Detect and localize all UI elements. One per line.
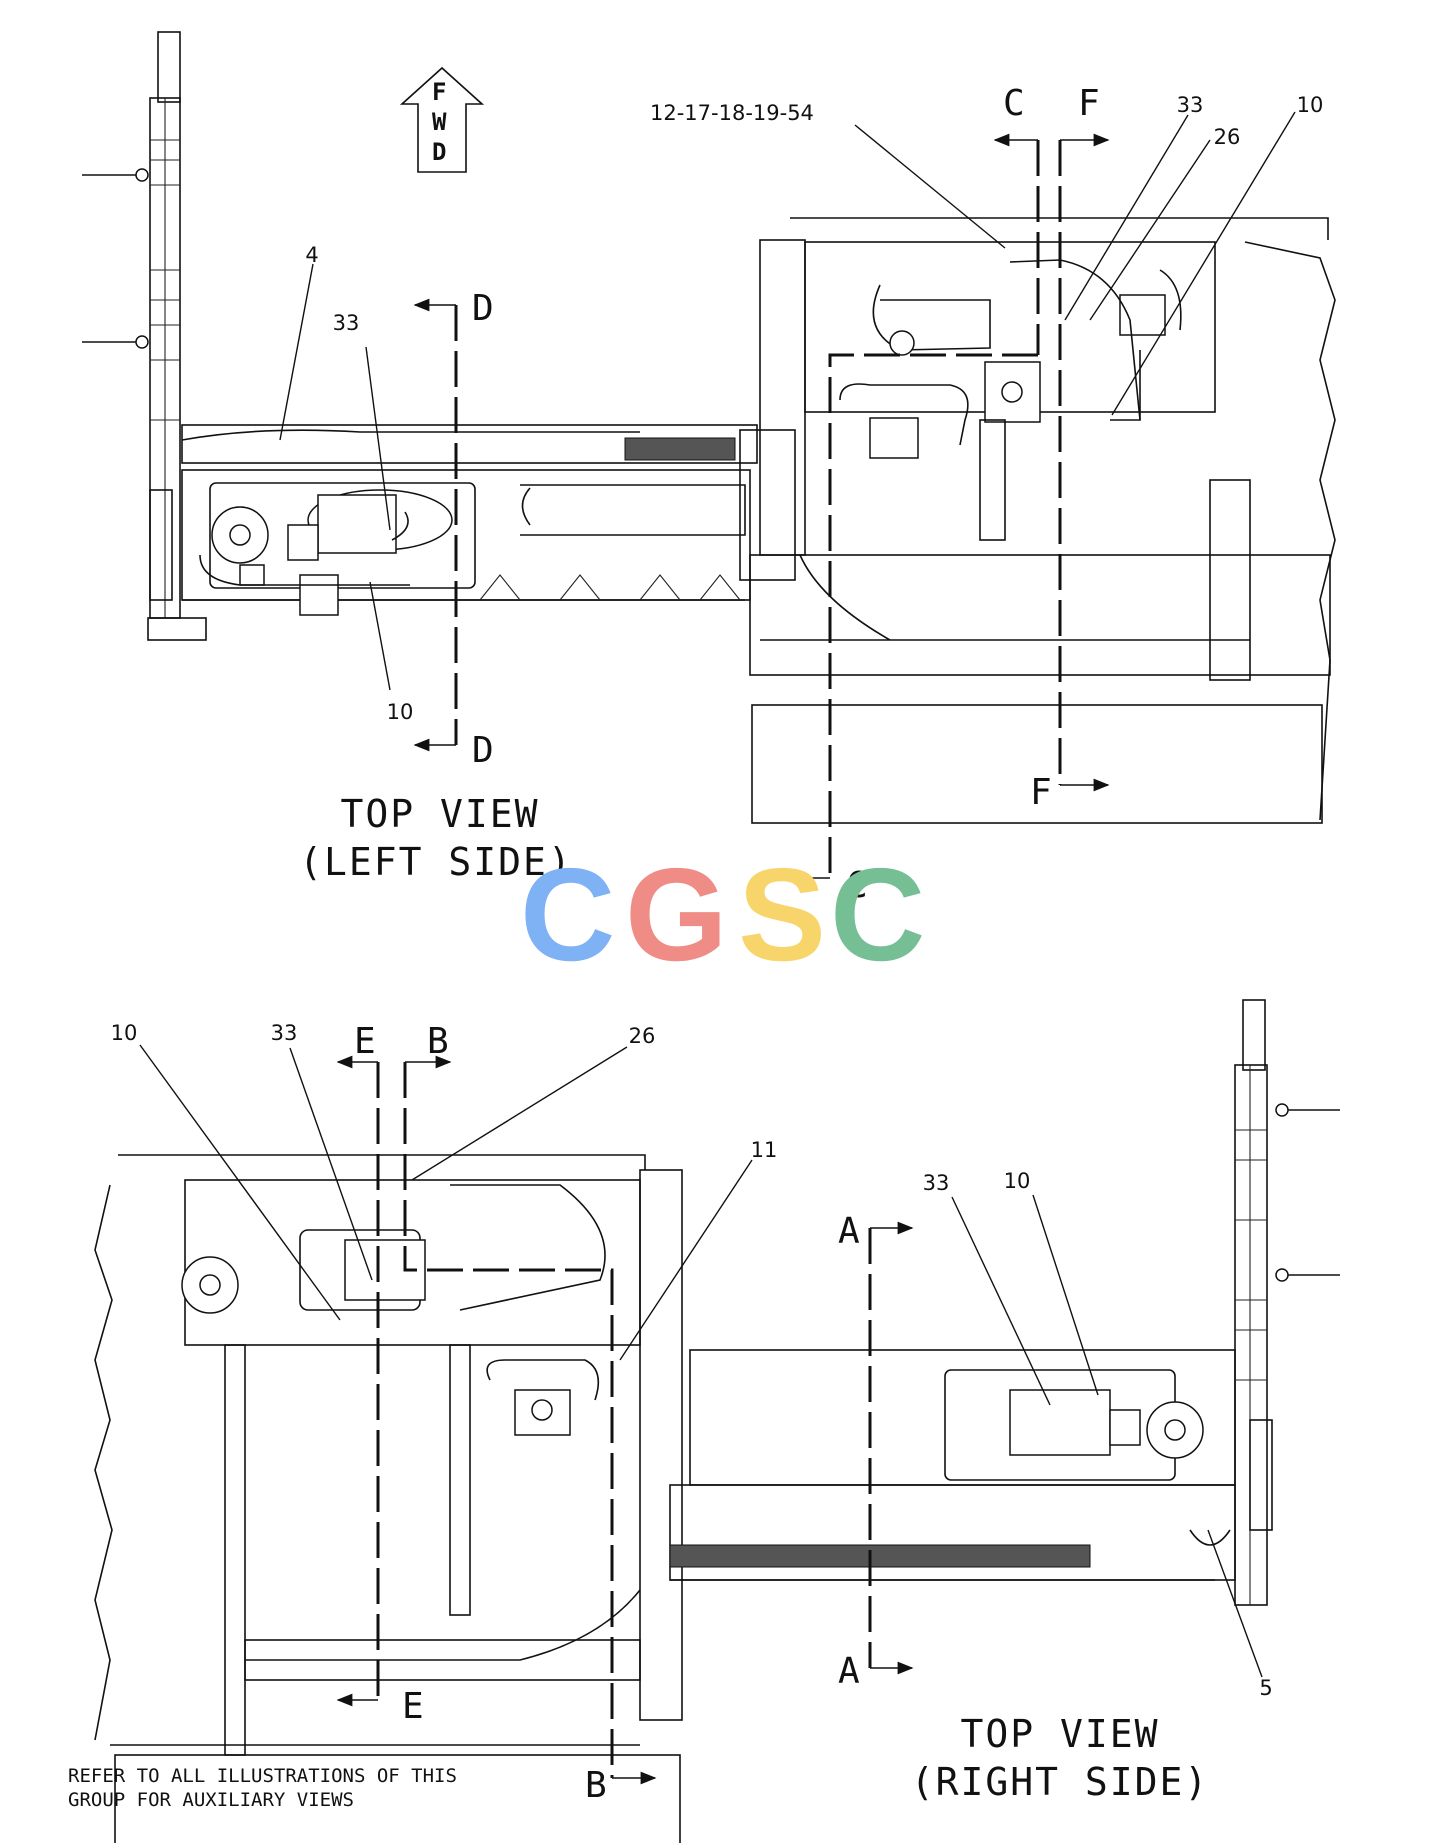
forward-arrow: F W D [399,66,485,173]
fwd-letter-d: D [432,138,446,166]
section-lines-top [413,133,1110,885]
callout-26-top: 26 [1214,125,1241,149]
watermark-letter-4: C [830,841,925,988]
left-motor-assembly [199,489,453,616]
callout-33-left: 33 [333,311,360,335]
section-d-top: D [472,288,494,329]
leaders-bottom [139,1044,1263,1678]
section-lines-bottom [336,1055,914,1785]
top-view-right-title: TOP VIEW [960,1712,1159,1756]
reference-note-line-1: REFER TO ALL ILLUSTRATIONS OF THIS [68,1765,457,1787]
section-a-bottom: A [838,1651,860,1692]
reference-note-line-2: GROUP FOR AUXILIARY VIEWS [68,1789,354,1811]
callout-4: 4 [305,243,318,267]
callout-33-top-right: 33 [1177,93,1204,117]
section-c-top: C [1003,83,1025,124]
leaders-top [279,111,1296,691]
watermark-letter-3: S [738,841,826,988]
callout-11: 11 [751,1138,778,1162]
callout-5: 5 [1259,1676,1272,1700]
left-vertical-rail [82,31,207,641]
section-e-top: E [354,1021,376,1062]
section-f-top: F [1078,83,1100,124]
watermark-letter-1: C [520,841,615,988]
right-vertical-rail [1234,999,1340,1606]
left-frame-beam [181,424,796,601]
top-view-left-side: 4 33 10 12-17-18-19-54 33 26 10 C F D D … [82,31,1336,906]
section-c-bottom: C [846,865,868,906]
top-view-left-subtitle: (LEFT SIDE) [299,840,573,884]
callout-10-bottom-right: 10 [1004,1169,1031,1193]
callout-33-bottom-right: 33 [923,1171,950,1195]
watermark-letter-2: G [625,841,728,988]
callout-10-bottom-left: 10 [111,1021,138,1045]
fwd-letter-w: W [432,108,447,136]
callout-10-left: 10 [387,700,414,724]
section-e-bottom: E [402,1686,424,1727]
section-d-bottom: D [472,730,494,771]
fwd-letter-f: F [432,78,446,106]
section-b-top: B [427,1021,449,1062]
top-view-left-title: TOP VIEW [340,792,539,836]
watermark-logo: C G S C [520,841,925,988]
top-view-right-side: 10 33 26 11 33 10 5 E B A A E B TOP VIEW… [68,999,1340,1843]
section-f-bottom: F [1030,772,1052,813]
right-view-frame-beam [669,1349,1236,1581]
callout-33-bottom-left: 33 [271,1021,298,1045]
left-view-right-housing [749,217,1336,824]
top-view-right-subtitle: (RIGHT SIDE) [911,1760,1210,1804]
callout-10-top-right: 10 [1297,93,1324,117]
callout-12-17-18-19-54: 12-17-18-19-54 [650,101,814,125]
section-a-top: A [838,1211,860,1252]
callout-26-bottom: 26 [629,1024,656,1048]
right-view-left-housing [94,1154,683,1843]
section-b-bottom: B [585,1765,607,1806]
